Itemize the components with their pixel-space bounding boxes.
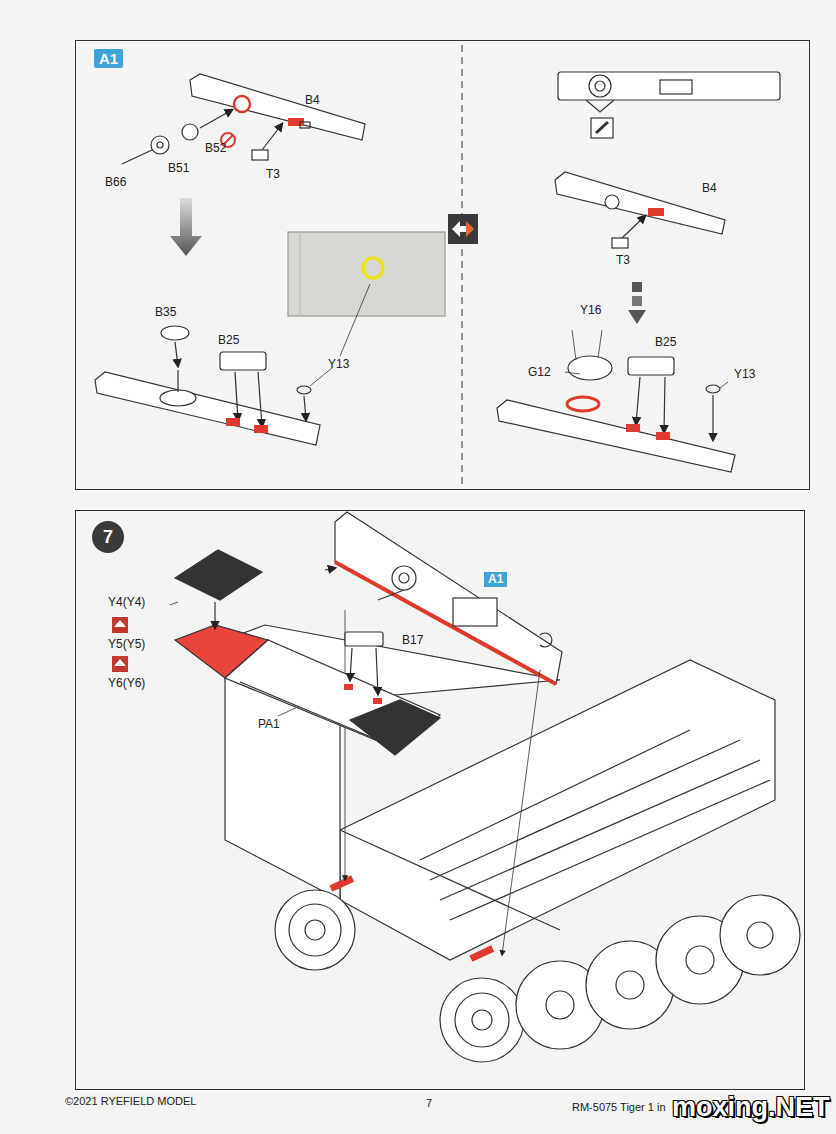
watermark: moxing.NET: [672, 1093, 830, 1123]
part-label: B51: [168, 162, 189, 175]
part-label: B35: [155, 306, 176, 319]
part-label: T3: [266, 168, 280, 181]
step-number: 7: [92, 521, 124, 553]
part-label: Y13: [734, 368, 755, 381]
part-label: T3: [616, 254, 630, 267]
step-panel: 7: [75, 510, 805, 1090]
part-label: B52: [205, 142, 226, 155]
part-label: Y6(Y6): [108, 677, 145, 690]
part-label: G12: [528, 366, 551, 379]
part-label: B25: [218, 334, 239, 347]
subassembly-badge: A1: [94, 49, 123, 68]
part-label: Y5(Y5): [108, 638, 145, 651]
part-label: Y16: [580, 304, 601, 317]
part-label: B17: [402, 634, 423, 647]
copyright: ©2021 RYEFIELD MODEL: [65, 1095, 196, 1107]
part-label: B66: [105, 176, 126, 189]
part-label: B4: [702, 182, 717, 195]
part-label: Y4(Y4): [108, 596, 145, 609]
kit-title: RM-5075 Tiger 1 in: [572, 1101, 666, 1113]
part-label: B4: [305, 94, 320, 107]
subassembly-panel: A1: [75, 40, 810, 490]
subassembly-ref: A1: [484, 572, 507, 587]
part-label: Y13: [328, 358, 349, 371]
part-label: PA1: [258, 718, 280, 731]
part-label: B25: [655, 336, 676, 349]
page-number: 7: [426, 1097, 432, 1109]
